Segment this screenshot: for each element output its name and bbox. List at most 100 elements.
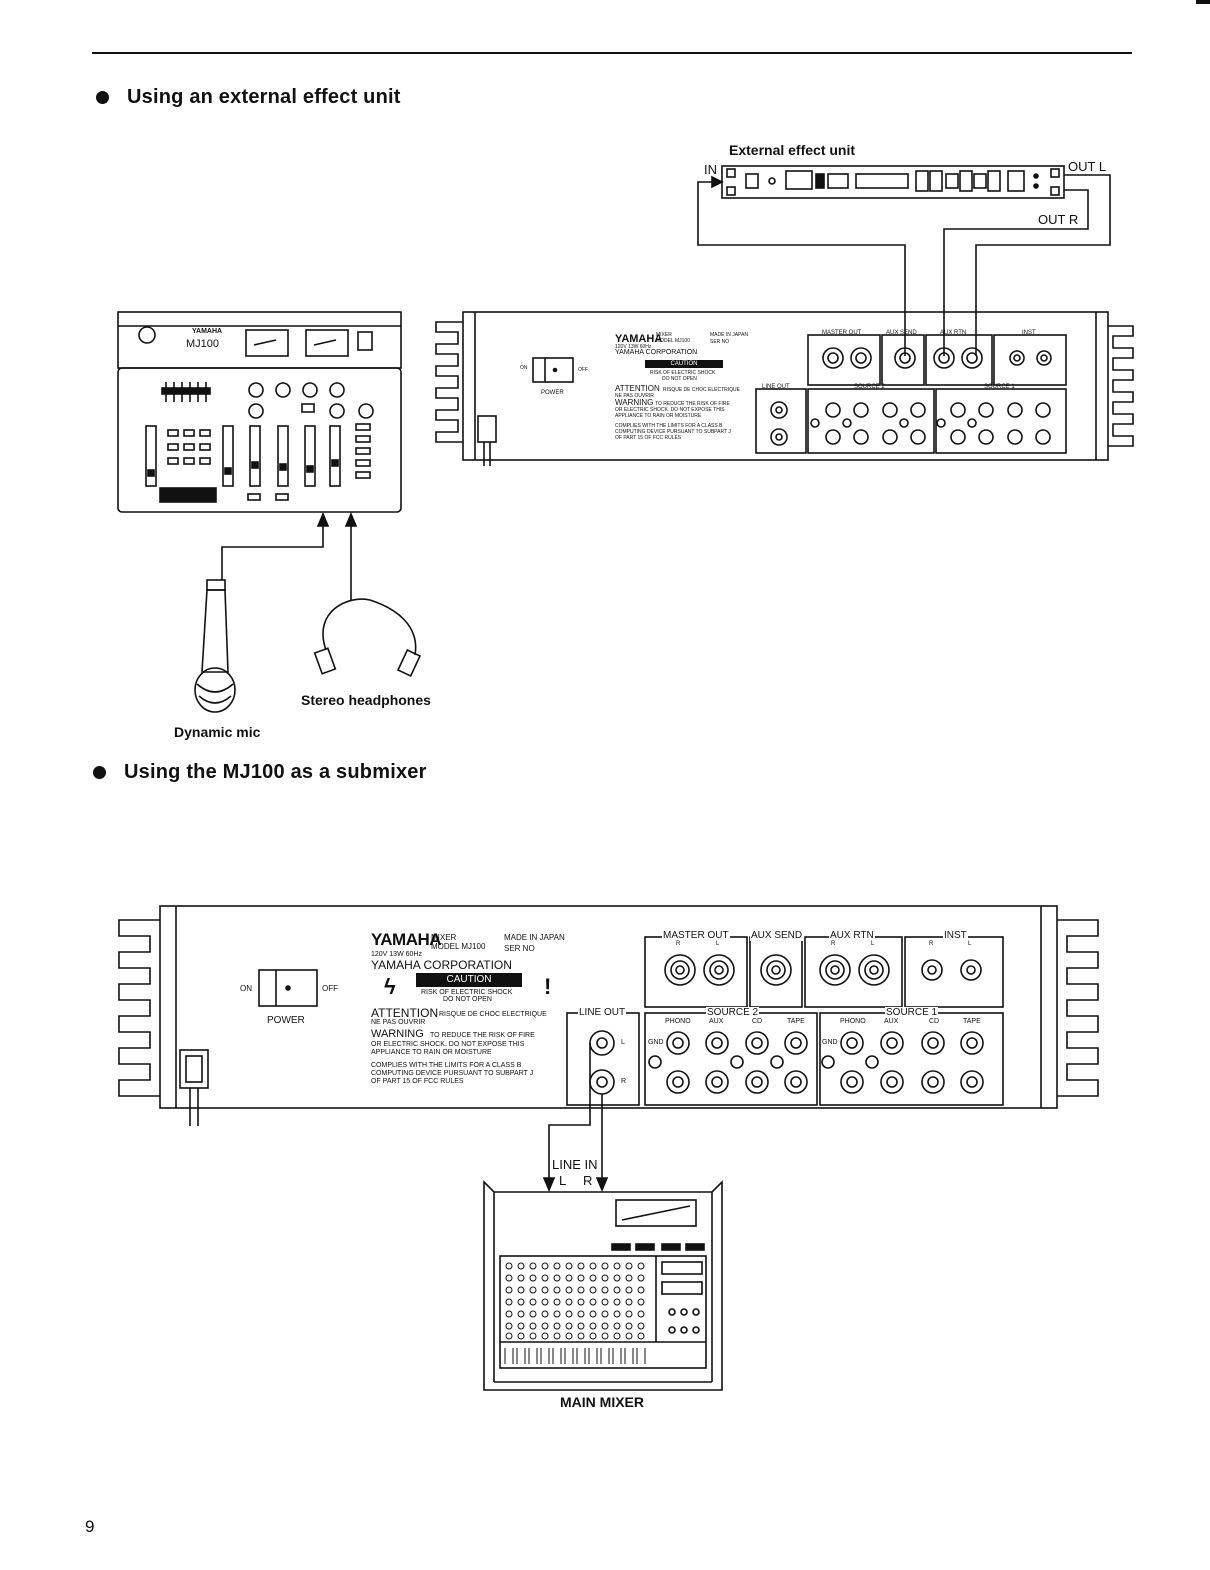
- rear-power-label: POWER: [267, 1015, 305, 1026]
- rear-top-mixer: MIXER: [656, 332, 672, 338]
- line-in-l-label: L: [559, 1173, 567, 1188]
- rear-on-label: ON: [240, 984, 252, 993]
- rear-top-inst: INST: [1022, 330, 1036, 336]
- rear-top-brand: YAMAHA: [615, 333, 663, 345]
- rear-attention: ATTENTION: [371, 1006, 439, 1020]
- rear-top-attention: ATTENTION: [615, 384, 660, 393]
- rear-master-out: MASTER OUT: [662, 930, 730, 941]
- section-heading-effect-unit: Using an external effect unit: [127, 86, 401, 108]
- rear-top-source1: SOURCE 1: [984, 384, 1015, 390]
- front-panel-model: MJ100: [186, 338, 220, 350]
- rear-aux-rtn: AUX RTN: [829, 930, 875, 941]
- rear-top-complies-3: OF PART 15 OF FCC RULES: [615, 435, 682, 441]
- rear-s1-aux: AUX: [884, 1018, 899, 1025]
- rear-top-warning-2: OR ELECTRIC SHOCK. DO NOT EXPOSE THIS: [615, 407, 725, 413]
- rear-top-corporation: YAMAHA CORPORATION: [615, 349, 698, 356]
- section-heading-submixer: Using the MJ100 as a submixer: [124, 761, 427, 783]
- stereo-headphones-drawing: [313, 598, 422, 677]
- rear-complies-2: COMPUTING DEVICE PURSUANT TO SUBPART J: [371, 1070, 534, 1077]
- headphones-label: Stereo headphones: [301, 692, 431, 708]
- rear-s1-gnd: GND: [822, 1039, 838, 1046]
- main-mixer-drawing: [483, 1180, 723, 1391]
- rear-warning-1: TO REDUCE THE RISK OF FIRE: [430, 1032, 535, 1039]
- rear-ne-pas: NE PAS OUVRIR: [371, 1019, 426, 1026]
- rear-mixer: MIXER: [431, 933, 457, 942]
- rear-top-complies-2: COMPUTING DEVICE PURSUANT TO SUBPART J: [615, 429, 731, 435]
- header-rule: [92, 52, 1132, 54]
- rear-top-do-not-open: DO NOT OPEN: [662, 376, 697, 382]
- line-in-r-label: R: [583, 1173, 593, 1188]
- effect-out-r-label: OUT R: [1038, 212, 1079, 227]
- effect-unit-caption: External effect unit: [729, 142, 856, 158]
- rear-source1: SOURCE 1: [885, 1007, 939, 1018]
- rear-top-warning-1: TO REDUCE THE RISK OF FIRE: [655, 401, 730, 407]
- main-mixer-label: MAIN MIXER: [560, 1394, 644, 1410]
- rear-s2-cd: CD: [752, 1018, 763, 1025]
- rear-inst: INST: [943, 930, 968, 941]
- rear-s2-gnd: GND: [648, 1039, 664, 1046]
- rear-risk: RISK OF ELECTRIC SHOCK: [421, 989, 513, 996]
- rear-panel-top: [435, 311, 1134, 466]
- bullet-icon: [93, 766, 106, 779]
- rear-top-aux-rtn: AUX RTN: [940, 330, 967, 336]
- rear-attention-fr: RISQUE DE CHOC ELECTRIQUE: [439, 1011, 547, 1018]
- rear-line-out-l: L: [621, 1039, 625, 1046]
- rear-top-ser-no: SER NO: [710, 339, 730, 345]
- rear-warning-2: OR ELECTRIC SHOCK. DO NOT EXPOSE THIS: [371, 1041, 525, 1048]
- rear-s2-aux: AUX: [709, 1018, 724, 1025]
- rear-top-master-out: MASTER OUT: [822, 330, 862, 336]
- rear-aux-rtn-r: R: [831, 941, 836, 947]
- rear-top-power: POWER: [541, 390, 564, 396]
- rear-line-out-r: R: [621, 1078, 627, 1085]
- rear-power-spec: 120V 13W 60Hz: [371, 951, 422, 958]
- rear-top-caution: CAUTION: [645, 360, 723, 368]
- rear-aux-send: AUX SEND: [750, 930, 804, 941]
- rear-top-off: OFF: [578, 367, 588, 373]
- mic-label: Dynamic mic: [174, 724, 261, 740]
- front-panel-brand: YAMAHA: [192, 328, 223, 335]
- page-edge-mark: [1196, 0, 1210, 4]
- rear-top-ne-pas: NE PAS OUVRIR: [615, 393, 654, 399]
- rear-top-power-spec: 120V 13W 60Hz: [615, 344, 652, 350]
- rear-warning: WARNING: [371, 1028, 424, 1040]
- rear-top-model: MODEL MJ100: [656, 338, 690, 344]
- effect-in-label: IN: [704, 162, 717, 177]
- rear-source2: SOURCE 2: [706, 1007, 760, 1018]
- bullet-icon: [96, 91, 109, 104]
- rear-top-line-out: LINE OUT: [762, 384, 790, 390]
- rear-master-r: R: [676, 941, 681, 947]
- rear-inst-r: R: [929, 941, 934, 947]
- effect-out-l-label: OUT L: [1068, 159, 1107, 174]
- rear-top-made-in: MADE IN JAPAN: [710, 332, 748, 338]
- rear-corporation: YAMAHA CORPORATION: [371, 958, 512, 972]
- rear-off-label: OFF: [322, 984, 338, 993]
- rear-top-warning-3: APPLIANCE TO RAIN OR MOISTURE: [615, 413, 702, 419]
- rear-top-source2: SOURCE 2: [854, 384, 885, 390]
- rear-top-on: ON: [520, 365, 528, 371]
- line-in-label: LINE IN: [552, 1157, 598, 1172]
- exclamation-icon: !: [544, 974, 552, 999]
- rear-s2-phono: PHONO: [665, 1018, 691, 1025]
- rear-do-not-open: DO NOT OPEN: [443, 996, 492, 1003]
- rear-ser-no: SER NO: [504, 944, 535, 953]
- rear-top-attention-fr: RISQUE DE CHOC ELECTRIQUE: [663, 387, 740, 393]
- rear-top-warning: WARNING: [615, 398, 654, 407]
- rear-warning-3: APPLIANCE TO RAIN OR MOISTURE: [371, 1049, 492, 1056]
- rear-master-l: L: [716, 941, 720, 947]
- mj100-front-panel: [117, 311, 402, 513]
- dynamic-mic-drawing: [194, 579, 236, 713]
- rear-line-out: LINE OUT: [578, 1007, 627, 1018]
- rear-complies-1: COMPLIES WITH THE LIMITS FOR A CLASS B: [371, 1062, 522, 1069]
- rear-brand: YAMAHA: [371, 930, 442, 949]
- rear-model: MODEL MJ100: [431, 942, 486, 951]
- rear-caution: CAUTION: [416, 973, 522, 987]
- rear-panel-bottom: [118, 905, 1099, 1126]
- rear-s1-phono: PHONO: [840, 1018, 866, 1025]
- main-mixer-channel-strips: [504, 1262, 646, 1365]
- rear-s1-tape: TAPE: [963, 1018, 981, 1025]
- lightning-icon: ϟ: [384, 974, 396, 999]
- rear-s1-cd: CD: [929, 1018, 940, 1025]
- rear-top-risk: RISK OF ELECTRIC SHOCK: [650, 370, 716, 376]
- effect-unit-device: [721, 165, 1065, 199]
